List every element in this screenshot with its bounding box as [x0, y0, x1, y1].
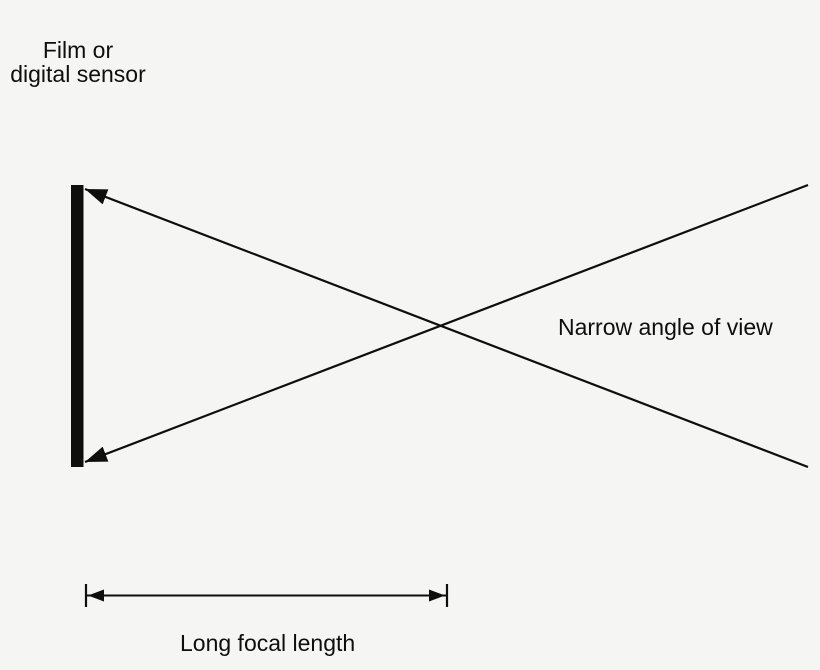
sensor-label-line2: digital sensor — [10, 61, 146, 87]
focal-length-label: Long focal length — [180, 630, 356, 656]
sensor-bar — [71, 185, 84, 467]
dimension-right-arrow-icon — [429, 589, 445, 602]
ray-bottom-of-sensor — [84, 183, 809, 464]
sensor-label-line1: Film or — [42, 37, 114, 63]
focal-length-dimension — [84, 584, 449, 607]
sensor-label: Film or digital sensor — [9, 38, 147, 86]
ray-top-of-sensor — [84, 187, 809, 469]
angle-of-view-label: Narrow angle of view — [558, 314, 773, 340]
dimension-left-arrow-icon — [88, 589, 104, 602]
